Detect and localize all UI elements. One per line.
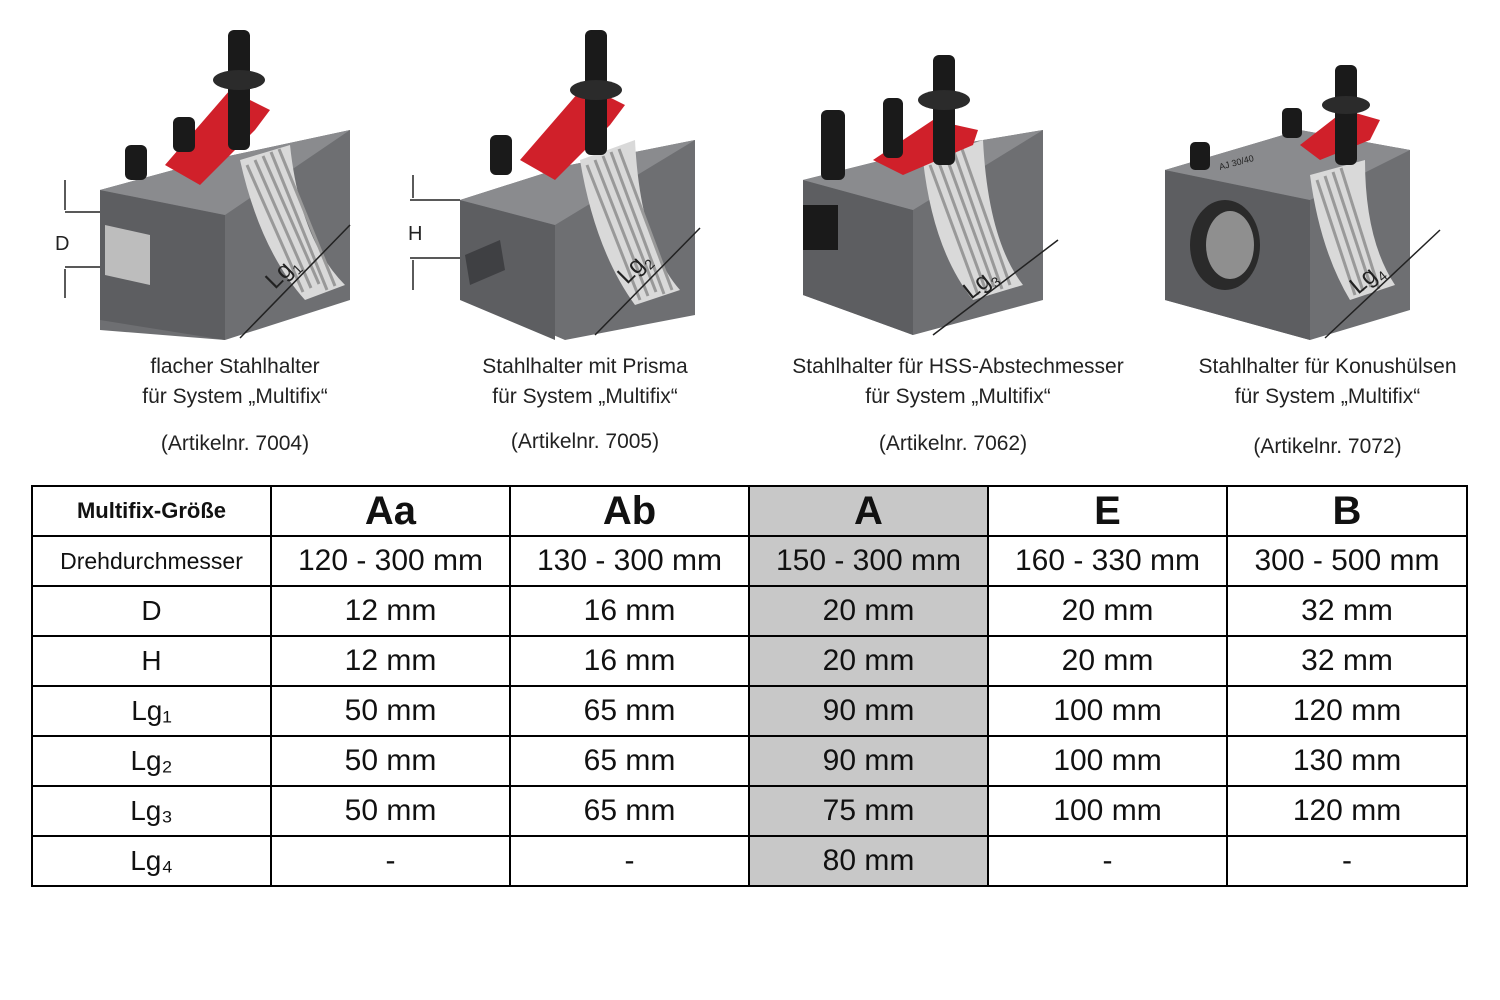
table-cell: 130 - 300 mm [509,535,750,587]
hss-holder-illustration: Lg3 [803,55,1059,336]
product-flat-holder: D Lg1 flacher Stahlhalter für System „Mu… [55,0,415,470]
table-row: Lg₂ 50 mm 65 mm 90 mm 100 mm 130 mm [31,735,1468,787]
table-cell: 120 mm [1226,785,1468,837]
product-caption: Stahlhalter für HSS-Abstechmesser für Sy… [792,355,1124,408]
table-cell: 300 - 500 mm [1226,535,1468,587]
prism-holder-illustration: H Lg2 [408,30,701,340]
product-caption: Stahlhalter für Konushülsen für System „… [1198,355,1457,408]
table-cell: 100 mm [987,685,1228,737]
table-row: Drehdurchmesser 120 - 300 mm 130 - 300 m… [31,535,1468,587]
table-cell: 100 mm [987,735,1228,787]
table-cell: - [987,835,1228,887]
table-cell: 120 mm [1226,685,1468,737]
table-cell: 20 mm [987,635,1228,687]
table-row: Lg₃ 50 mm 65 mm 75 mm 100 mm 120 mm [31,785,1468,837]
table-cell: 32 mm [1226,585,1468,637]
table-cell: 20 mm [748,635,989,687]
table-row: Lg₄ - - 80 mm - - [31,835,1468,887]
article-number: (Artikelnr. 7005) [510,430,660,453]
article-number: (Artikelnr. 7062) [878,432,1028,455]
product-caption: flacher Stahlhalter für System „Multifix… [142,355,328,408]
table-header-label: Multifix-Größe [31,485,272,537]
table-cell: - [509,835,750,887]
size-header-e: E [987,485,1228,537]
flat-holder-illustration: D Lg1 [55,30,351,340]
dim-label-d: D [55,233,69,255]
multifix-size-table: Multifix-Größe Aa Ab A E B Drehdurchmess… [31,485,1468,887]
table-cell: 130 mm [1226,735,1468,787]
table-cell: 75 mm [748,785,989,837]
row-label-lg1: Lg₁ [31,685,272,737]
product-caption: Stahlhalter mit Prisma für System „Multi… [482,355,688,408]
row-label-lg4: Lg₄ [31,835,272,887]
table-row: H 12 mm 16 mm 20 mm 20 mm 32 mm [31,635,1468,687]
table-row: Lg₁ 50 mm 65 mm 90 mm 100 mm 120 mm [31,685,1468,737]
table-cell: 80 mm [748,835,989,887]
product-hss-parting-holder: Lg3 Stahlhalter für HSS-Abstechmesser fü… [773,0,1133,470]
product-prism-holder: H Lg2 Stahlhalter mit Prisma für System … [405,0,765,470]
size-header-b: B [1226,485,1468,537]
table-row: D 12 mm 16 mm 20 mm 20 mm 32 mm [31,585,1468,637]
table-cell: 50 mm [270,685,511,737]
table-cell: 16 mm [509,635,750,687]
table-cell: 16 mm [509,585,750,637]
table-cell: 32 mm [1226,635,1468,687]
table-cell: 90 mm [748,685,989,737]
table-cell: 150 - 300 mm [748,535,989,587]
article-number: (Artikelnr. 7072) [1253,435,1402,458]
table-cell: 160 - 330 mm [987,535,1228,587]
table-cell: 50 mm [270,735,511,787]
size-header-a: A [748,485,989,537]
dim-label-h: H [408,223,422,245]
table-cell: 90 mm [748,735,989,787]
row-label-turning-diameter: Drehdurchmesser [31,535,272,587]
size-header-aa: Aa [270,485,511,537]
table-cell: 65 mm [509,785,750,837]
table-cell: 20 mm [987,585,1228,637]
table-cell: 12 mm [270,585,511,637]
product-cone-sleeve-holder: AJ 30/40 Lg4 Stahlhalter für Konushülsen… [1150,0,1500,470]
table-cell: 65 mm [509,735,750,787]
table-header-row: Multifix-Größe Aa Ab A E B [31,485,1468,537]
table-cell: 12 mm [270,635,511,687]
table-cell: 120 - 300 mm [270,535,511,587]
article-number: (Artikelnr. 7004) [160,432,310,455]
size-header-ab: Ab [509,485,750,537]
row-label-d: D [31,585,272,637]
table-cell: 20 mm [748,585,989,637]
cone-holder-illustration: AJ 30/40 Lg4 [1165,65,1441,340]
table-cell: - [1226,835,1468,887]
table-cell: - [270,835,511,887]
row-label-h: H [31,635,272,687]
table-cell: 100 mm [987,785,1228,837]
table-cell: 50 mm [270,785,511,837]
table-cell: 65 mm [509,685,750,737]
row-label-lg3: Lg₃ [31,785,272,837]
row-label-lg2: Lg₂ [31,735,272,787]
